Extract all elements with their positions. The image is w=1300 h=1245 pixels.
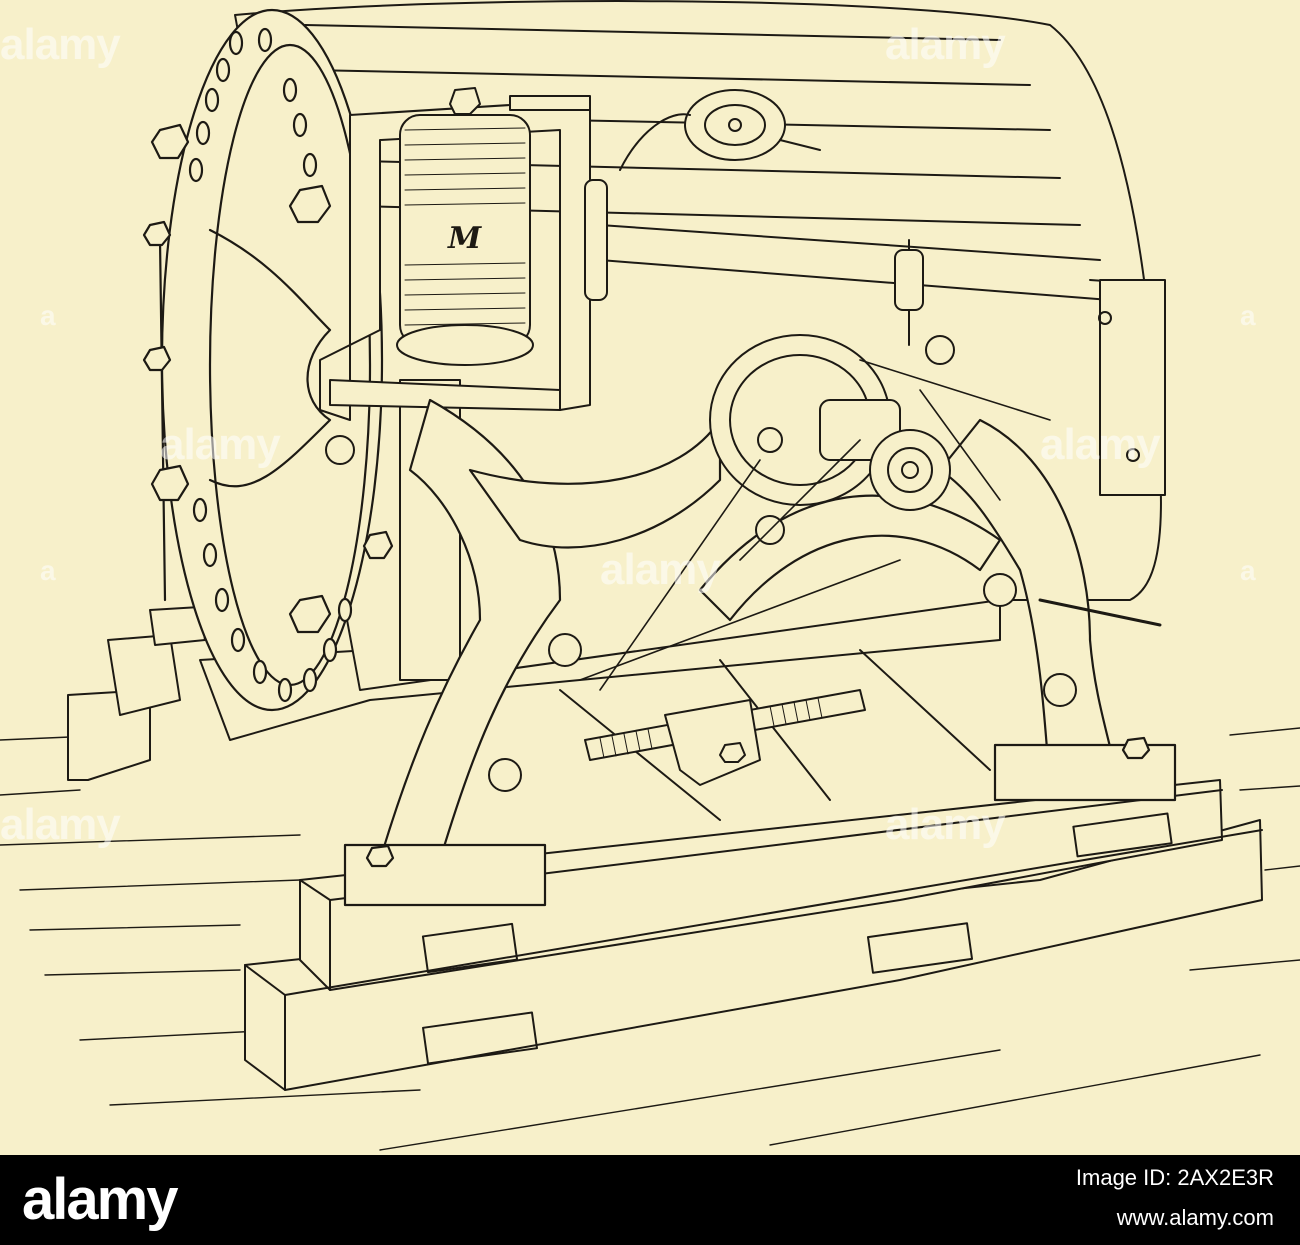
magnet-assembly <box>319 87 608 681</box>
engraving-plate: M <box>0 0 1300 1151</box>
end-flange <box>142 8 394 712</box>
image-id: Image ID: 2AX2E3R <box>1075 1165 1274 1190</box>
regulator-mechanism <box>325 239 1162 792</box>
site-url[interactable]: www.alamy.com <box>1116 1205 1274 1230</box>
bell <box>619 89 821 171</box>
machine-illustration: M <box>0 0 1300 1151</box>
brand-logo: alamy <box>22 1167 178 1232</box>
coil-letter: M <box>447 221 482 256</box>
screw-adjuster <box>584 689 866 786</box>
floor-lines <box>0 727 1300 1151</box>
footer-bar: alamy Image ID: 2AX2E3R www.alamy.com <box>0 1155 1300 1245</box>
timber-base <box>67 599 1263 1091</box>
